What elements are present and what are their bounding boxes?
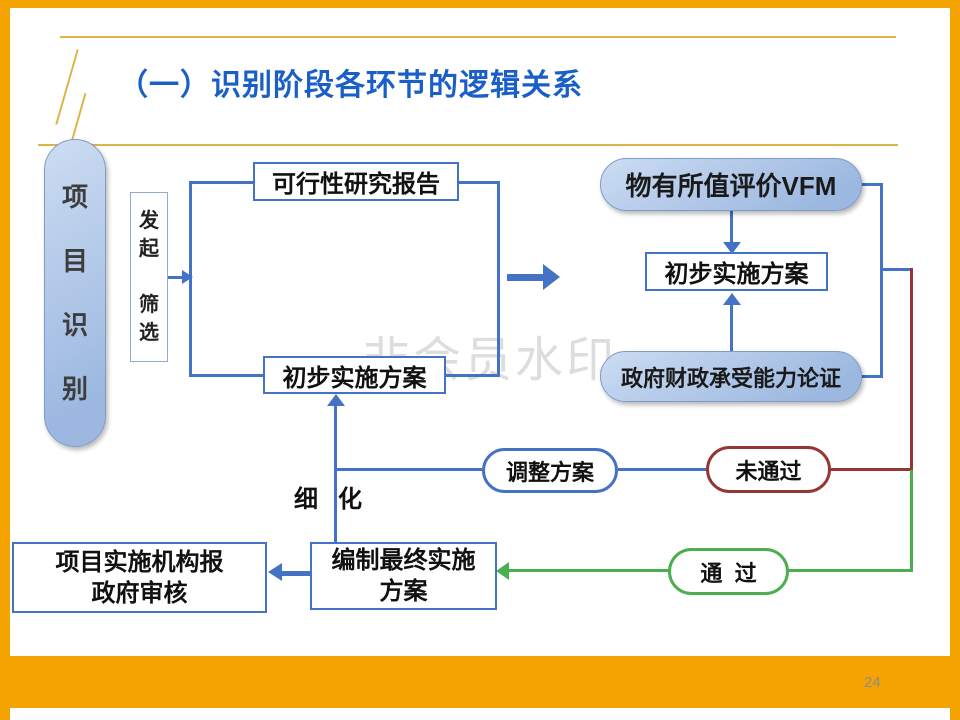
slide-border-left bbox=[0, 0, 10, 720]
node-agency-report: 项目实施机构报 政府审核 bbox=[12, 542, 267, 613]
connector-pass-vertical bbox=[910, 470, 913, 571]
connector-to-vfm-stem bbox=[507, 274, 543, 281]
node-final-plan: 编制最终实施 方案 bbox=[310, 542, 497, 610]
connector-pass-horizontal-right bbox=[789, 569, 913, 572]
arrowhead-down-icon bbox=[723, 242, 741, 254]
node-vfm-evaluation: 物有所值评价VFM bbox=[600, 158, 862, 211]
arrowhead-left-pass-icon bbox=[496, 562, 509, 580]
node-feasibility-report: 可行性研究报告 bbox=[253, 162, 459, 201]
bracket-mid-bottom bbox=[446, 374, 500, 377]
arrowhead-up-refine-icon bbox=[327, 394, 345, 406]
project-identification-label: 项 目 识 别 bbox=[61, 182, 88, 404]
bracket-left-vertical bbox=[189, 181, 192, 377]
decor-slash-1 bbox=[55, 49, 79, 125]
bracket-right-top bbox=[862, 183, 883, 186]
bracket-right-bottom bbox=[862, 375, 883, 378]
node-fiscal-affordability: 政府财政承受能力论证 bbox=[600, 351, 862, 402]
bracket-mid-vertical bbox=[497, 181, 500, 377]
connector-pass-horizontal-left bbox=[508, 569, 668, 572]
connector-fail-horizontal bbox=[831, 468, 913, 471]
connector-final-agency-stem bbox=[281, 571, 310, 576]
arrowhead-right-vfm-icon bbox=[543, 264, 560, 290]
connector-fail-vertical bbox=[910, 268, 913, 471]
initiate-screen-label: 发 起 筛 选 bbox=[139, 210, 159, 344]
connector-notpassed-adjust bbox=[618, 468, 706, 471]
connector-initiate-stem bbox=[167, 276, 182, 279]
node-project-identification: 项 目 识 别 bbox=[44, 139, 106, 447]
decor-line-top bbox=[60, 36, 896, 38]
connector-adjust-horizontal bbox=[337, 468, 482, 471]
connector-fiscal-up-stem bbox=[730, 304, 733, 351]
page-number: 24 bbox=[864, 674, 881, 691]
connector-vfm-down-stem bbox=[730, 211, 733, 244]
node-adjust-plan: 调整方案 bbox=[482, 448, 618, 493]
node-initiate-screen: 发 起 筛 选 bbox=[130, 192, 168, 362]
bracket-mid-top bbox=[459, 181, 500, 184]
bracket-left-top bbox=[189, 181, 253, 184]
bracket-right-vertical bbox=[880, 183, 883, 378]
slide-border-top bbox=[0, 0, 960, 8]
node-preliminary-plan-2: 初步实施方案 bbox=[645, 252, 828, 291]
refine-label: 细 化 bbox=[294, 486, 363, 513]
slide-border-right bbox=[950, 0, 960, 720]
footer-bar: 24 bbox=[10, 656, 950, 708]
arrowhead-right-initiate-icon bbox=[182, 270, 193, 284]
arrowhead-up-fiscal-icon bbox=[723, 293, 741, 305]
bracket-left-bottom bbox=[189, 374, 265, 377]
connector-refine-vertical bbox=[334, 406, 337, 543]
bracket-right-mid-stub bbox=[880, 268, 913, 271]
node-preliminary-plan: 初步实施方案 bbox=[263, 356, 446, 394]
node-not-passed: 未通过 bbox=[706, 446, 831, 493]
node-passed: 通 过 bbox=[668, 548, 789, 595]
decor-line-under-title bbox=[38, 144, 898, 146]
arrowhead-left-agency-icon bbox=[268, 563, 282, 581]
page-title: （一）识别阶段各环节的逻辑关系 bbox=[118, 69, 583, 102]
